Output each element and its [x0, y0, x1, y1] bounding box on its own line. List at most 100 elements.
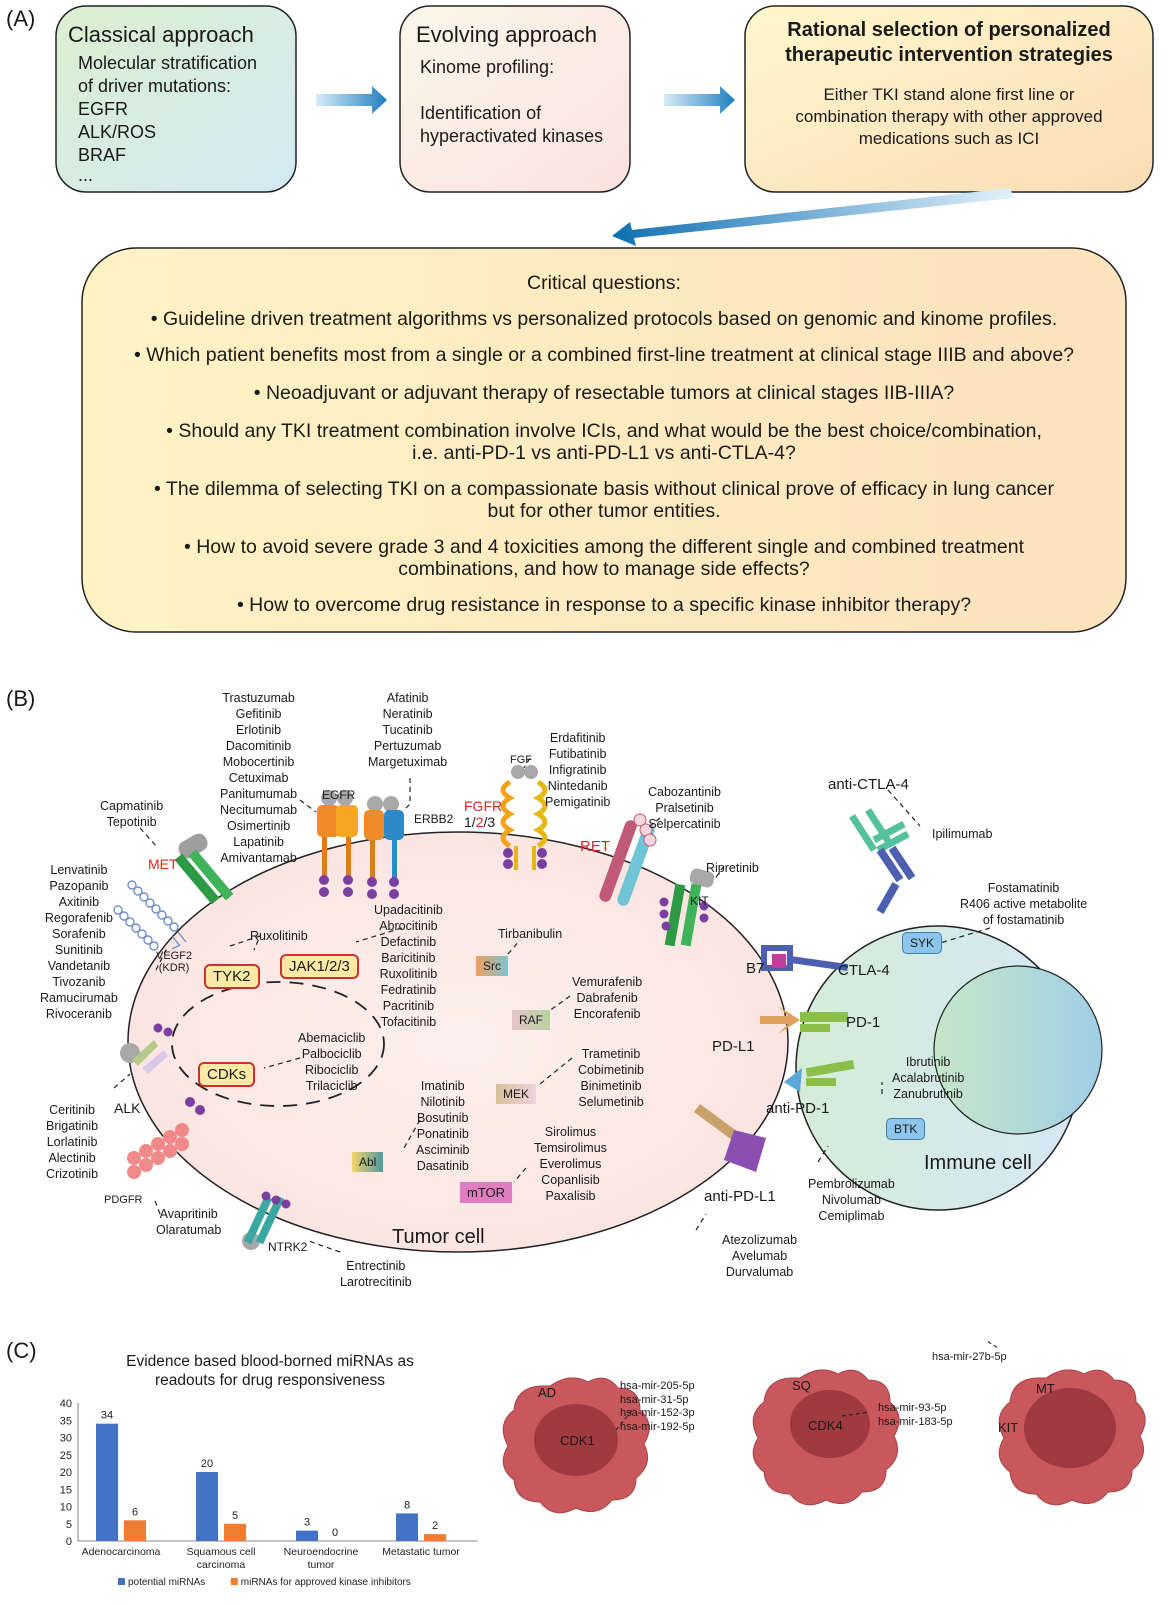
rational-box-bg [744, 5, 1154, 193]
questions-box-bg [81, 247, 1127, 633]
y-tick-label: 25 [60, 1450, 72, 1462]
drug-name: Ruxolitinib [379, 967, 438, 981]
panel-a-label: (A) [6, 6, 36, 31]
mirna-name: hsa-mir-27b-5p [932, 1351, 1007, 1363]
fgfr-receptor-icon [500, 765, 548, 870]
vegf-drug-list: Lenvatinib Pazopanib Axitinib Regorafeni… [40, 862, 118, 1022]
mek-drug-list: Trametinib Cobimetinib Binimetinib Selum… [578, 1046, 644, 1110]
mirna-name: hsa-mir-31-5p [620, 1393, 689, 1406]
drug-name: Fedratinib [380, 983, 437, 997]
data-label: 2 [432, 1520, 438, 1532]
pdl1-pd1-complex-icon [760, 1006, 848, 1034]
y-tick-label: 5 [66, 1519, 72, 1531]
legend-swatch [118, 1578, 125, 1585]
fgfr-name: FGFR [464, 798, 503, 814]
drug-name: Tivozanib [52, 975, 106, 989]
drug-name: Neratinib [382, 707, 433, 721]
pdgfr-label: PDGFR [104, 1194, 143, 1206]
mt-cell-type-label: MT [1036, 1381, 1055, 1396]
kit-label: KIT [690, 894, 709, 908]
y-tick-label: 30 [60, 1433, 72, 1445]
data-label: 3 [304, 1517, 310, 1529]
drug-name: Trastuzumab [222, 691, 295, 705]
egfr-receptor-icon [317, 790, 358, 897]
anti-pd1-antibody-icon [784, 1059, 855, 1092]
classical-approach-box: Classical approach Molecular stratificat… [68, 22, 290, 185]
drug-name: Durvalumab [725, 1265, 794, 1279]
drug-name: Dacomitinib [225, 739, 292, 753]
bar [424, 1534, 446, 1541]
bar [396, 1513, 418, 1541]
drug-name: Nivolumab [821, 1193, 881, 1207]
drug-name: Olaratumab [156, 1223, 222, 1237]
panel-b-label: (B) [6, 686, 36, 711]
kit-drug-list: Ripretinib [706, 860, 759, 876]
drug-name: Pralsetinib [655, 801, 714, 815]
ad-mirna-list: hsa-mir-205-5p hsa-mir-31-5p hsa-mir-152… [620, 1380, 695, 1434]
src-kinase-box: Src [476, 956, 508, 976]
drug-name: Avelumab [731, 1249, 788, 1263]
drug-name: Ipilimumab [932, 827, 993, 841]
ret-label: RET [580, 838, 610, 855]
y-tick-label: 15 [60, 1484, 72, 1496]
kit-receptor-icon [659, 868, 715, 947]
ntrk2-receptor-icon [242, 1191, 291, 1250]
y-tick-label: 0 [66, 1536, 72, 1548]
jak-drug-list: Upadacitinib Abrocitinib Defactinib Bari… [374, 902, 443, 1030]
drug-name: Abrocitinib [379, 919, 438, 933]
x-tick-label: Adenocarcinoma [82, 1546, 161, 1558]
question-item: • How to avoid severe grade 3 and 4 toxi… [183, 536, 1025, 558]
alk-receptor-icon [120, 1023, 173, 1074]
classical-line: ... [78, 165, 94, 185]
drug-name: Cabozantinib [648, 785, 721, 799]
bar [296, 1530, 318, 1541]
drug-name: Axitinib [58, 895, 100, 909]
fgfr-subtype: 2 [475, 814, 484, 830]
panel-b-graphics [113, 757, 1103, 1253]
fgfr-subtype: 1/ [464, 814, 476, 830]
legend-label: miRNAs for approved kinase inhibitors [241, 1577, 411, 1588]
legend-swatch [230, 1578, 238, 1585]
syk-kinase-box: SYK [902, 932, 943, 954]
drug-name: Alectinib [48, 1151, 96, 1165]
kit-target-label: KIT [998, 1420, 1019, 1435]
drug-name: Ripretinib [706, 861, 759, 875]
drug-name: Nintedanib [547, 779, 608, 793]
arrow-right-icon [316, 86, 387, 114]
tyk2-drug-list: Ruxolitinib [250, 928, 308, 944]
drug-name: Copanlisib [541, 1173, 600, 1187]
fgfr-drug-list: Erdafitinib Futibatinib Infigratinib Nin… [545, 730, 610, 810]
raf-drug-list: Vemurafenib Dabrafenib Encorafenib [572, 974, 642, 1022]
abl-drug-list: Imatinib Nilotinib Bosutinib Ponatinib A… [416, 1078, 470, 1174]
drug-name: Erlotinib [235, 723, 282, 737]
drug-name: Upadacitinib [374, 903, 443, 917]
drug-name: Selumetinib [578, 1095, 644, 1109]
drug-name: Palbociclib [301, 1047, 362, 1061]
chart-title-line: Evidence based blood-borned miRNAs as [126, 1353, 414, 1370]
drug-name: Vemurafenib [572, 975, 643, 989]
drug-name: Ribociclib [304, 1063, 359, 1077]
classical-box-bg [55, 5, 297, 193]
arrow-down-left-icon [612, 188, 1014, 246]
y-tick-label: 20 [60, 1467, 72, 1479]
syk-drug-list: Fostamatinib R406 active metabolite of f… [960, 880, 1087, 928]
drug-name: Defactinib [380, 935, 437, 949]
vegf2-label: VEGF2 (KDR) [156, 950, 192, 974]
drug-name: Trilaciclib [305, 1079, 358, 1093]
drug-name: Amivantamab [220, 851, 297, 865]
drug-name: Baricitinib [381, 951, 436, 965]
ret-drug-list: Cabozantinib Pralsetinib Selpercatinib [648, 784, 721, 832]
mirna-connectors [615, 1340, 999, 1431]
drug-name: Lapatinib [233, 835, 284, 849]
evolving-approach-box: Evolving approach Kinome profiling: Iden… [416, 22, 626, 148]
drug-name: Gefitinib [235, 707, 282, 721]
tumor-cell-body [127, 831, 789, 1253]
rational-line: Either TKI stand alone first line or [823, 85, 1075, 104]
drug-name: Erdafitinib [549, 731, 606, 745]
drug-name: Ramucirumab [40, 991, 118, 1005]
drug-name: Pembrolizumab [808, 1177, 895, 1191]
tyk2-kinase-badge: TYK2 [204, 964, 260, 989]
drug-name: Nilotinib [420, 1095, 465, 1109]
immune-cell-label: Immune cell [924, 1152, 1032, 1174]
drug-name: Binimetinib [580, 1079, 642, 1093]
